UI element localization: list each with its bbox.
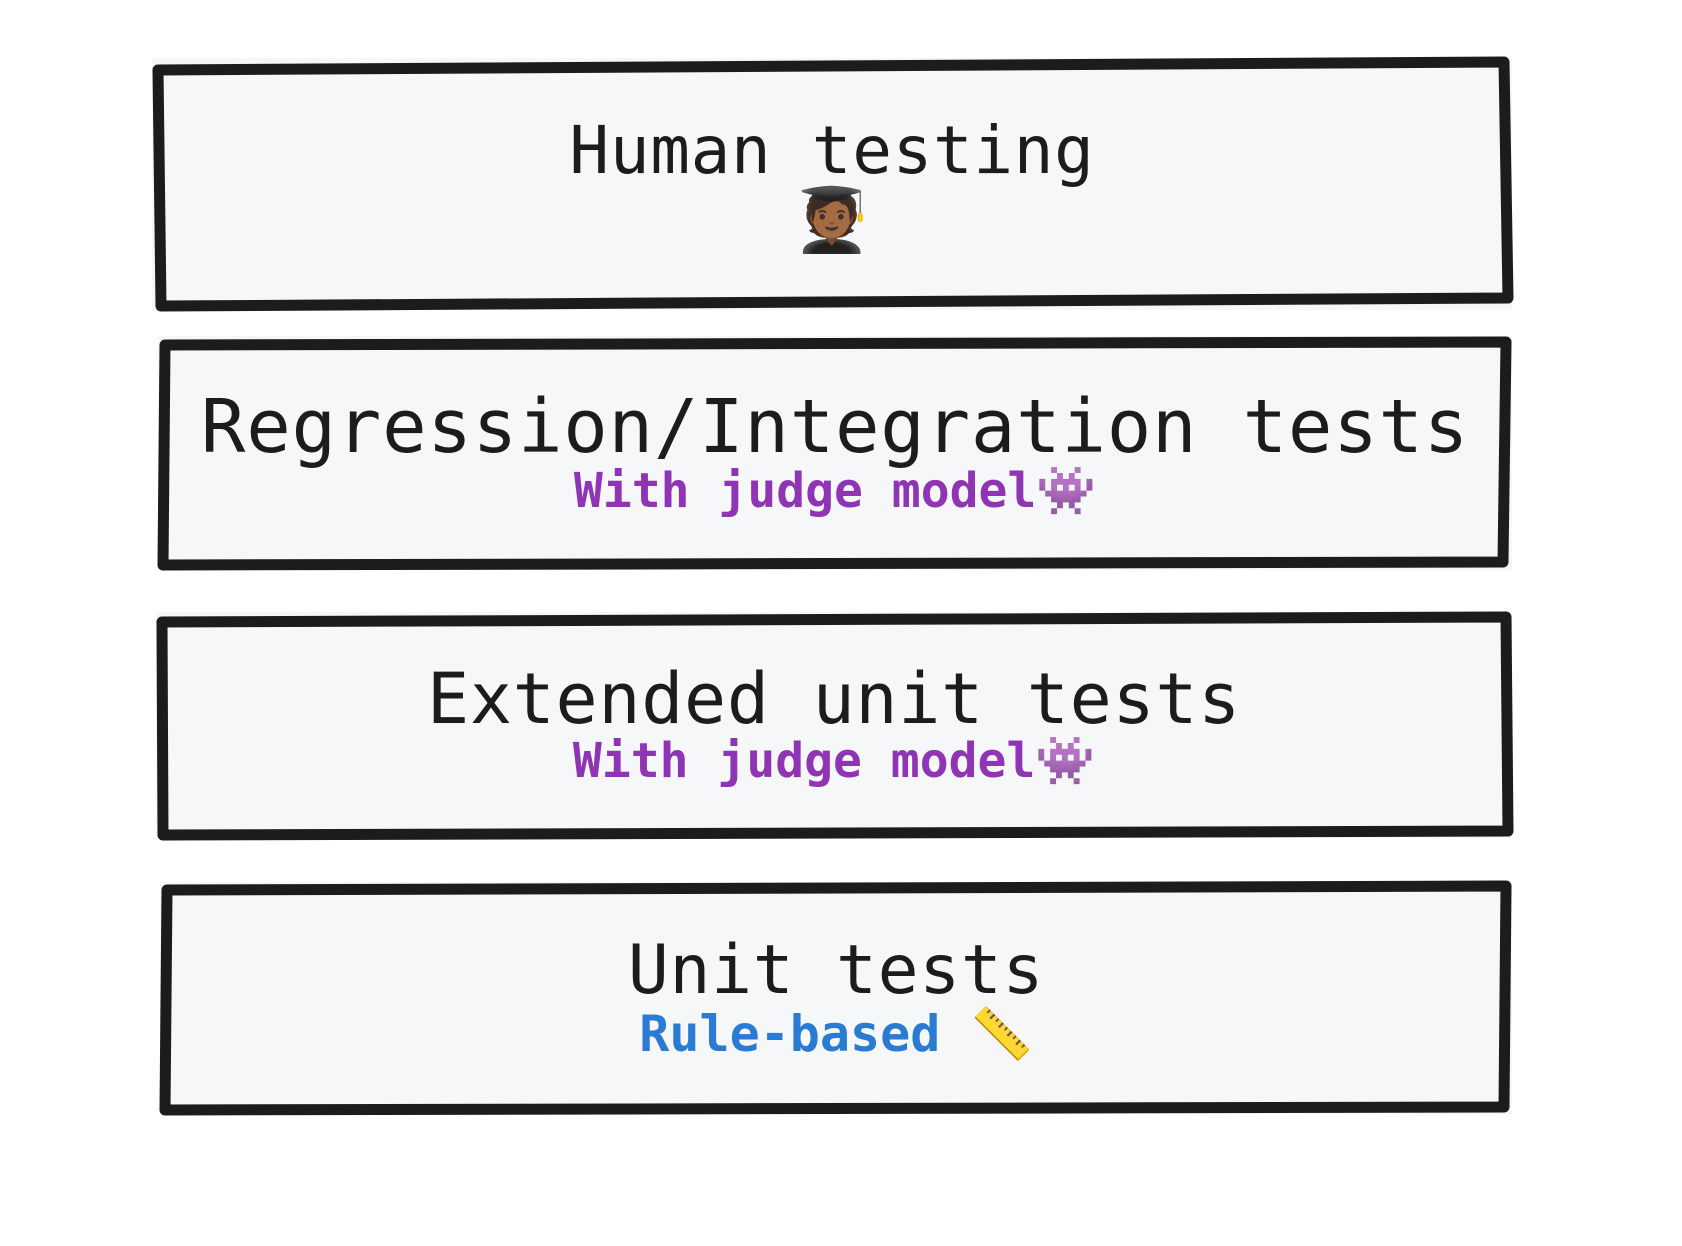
layer-subtitle-4: Rule-based 📏 bbox=[160, 1009, 1512, 1060]
layer-card-unit-tests: Unit tests Rule-based 📏 bbox=[159, 880, 1512, 1116]
straight-ruler-emoji: 📏 bbox=[970, 1005, 1033, 1064]
layer-content-4: Unit tests Rule-based 📏 bbox=[160, 930, 1512, 1060]
layer-card-regression-integration-tests: Regression/Integration tests With judge … bbox=[157, 336, 1512, 571]
layer-subtitle-3: With judge model👾 bbox=[156, 737, 1512, 786]
layer-card-human-testing: Human testing 🧑🏾‍🎓 bbox=[152, 56, 1514, 312]
layer-title-human-testing: Human testing bbox=[569, 112, 1095, 190]
alien-monster-emoji: 👾 bbox=[1035, 733, 1096, 790]
student-graduate-emoji: 🧑🏾‍🎓 bbox=[793, 182, 871, 256]
layer-content-1: Human testing 🧑🏾‍🎓 bbox=[152, 117, 1512, 250]
layer-content-3: Extended unit tests With judge model👾 bbox=[156, 657, 1512, 786]
layer-content-2: Regression/Integration tests With judge … bbox=[158, 383, 1512, 516]
layer-subtitle-text-2: With judge model bbox=[573, 463, 1037, 520]
layer-card-extended-unit-tests: Extended unit tests With judge model👾 bbox=[156, 611, 1514, 841]
layer-subtitle-text-3: With judge model bbox=[572, 733, 1036, 790]
layer-subtitle-2: With judge model👾 bbox=[158, 467, 1512, 516]
layer-title-extended-unit-tests: Extended unit tests bbox=[426, 657, 1242, 740]
layer-subtitle-text-4: Rule-based bbox=[639, 1005, 941, 1064]
alien-monster-emoji: 👾 bbox=[1036, 463, 1097, 520]
layer-title-regression-integration-tests: Regression/Integration tests bbox=[200, 383, 1470, 470]
layer-title-unit-tests: Unit tests bbox=[627, 930, 1045, 1010]
